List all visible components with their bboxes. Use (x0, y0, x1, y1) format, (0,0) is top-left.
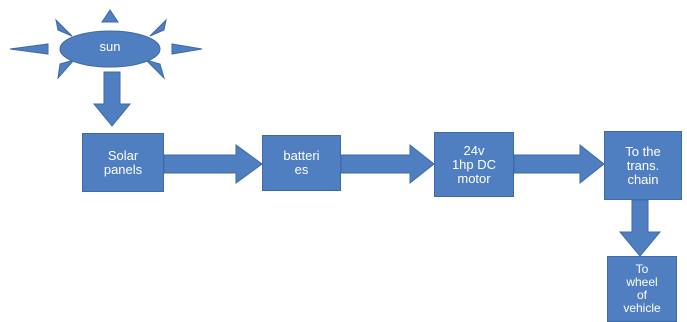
sun-ray-top-left (55, 18, 73, 37)
trans-chain-box: To the trans. chain (604, 131, 682, 200)
sun-ray-right (171, 43, 203, 55)
arrow-motor-to-trans-chain (513, 143, 605, 185)
sun-label: sun (99, 39, 121, 54)
arrow-sun-to-solar-panels (92, 71, 132, 127)
sun-ray-left (9, 43, 49, 55)
sun-ray-bottom-right (144, 58, 166, 80)
batteries-box: batteri es (262, 135, 341, 191)
wheel-box: To wheel of vehicle (607, 256, 677, 322)
arrow-trans-chain-to-wheel (618, 199, 662, 257)
sun-ray-bottom-left (57, 59, 76, 80)
motor-box: 24v 1hp DC motor (434, 132, 514, 197)
solar-panels-box: Solar panels (82, 133, 164, 192)
sun-ellipse (59, 30, 161, 68)
sun-rays (9, 9, 203, 80)
arrow-batteries-to-motor (340, 143, 435, 185)
arrow-solar-panels-to-batteries (163, 144, 263, 184)
sun-ray-top (101, 9, 119, 23)
sun-ray-top-right (149, 18, 167, 37)
